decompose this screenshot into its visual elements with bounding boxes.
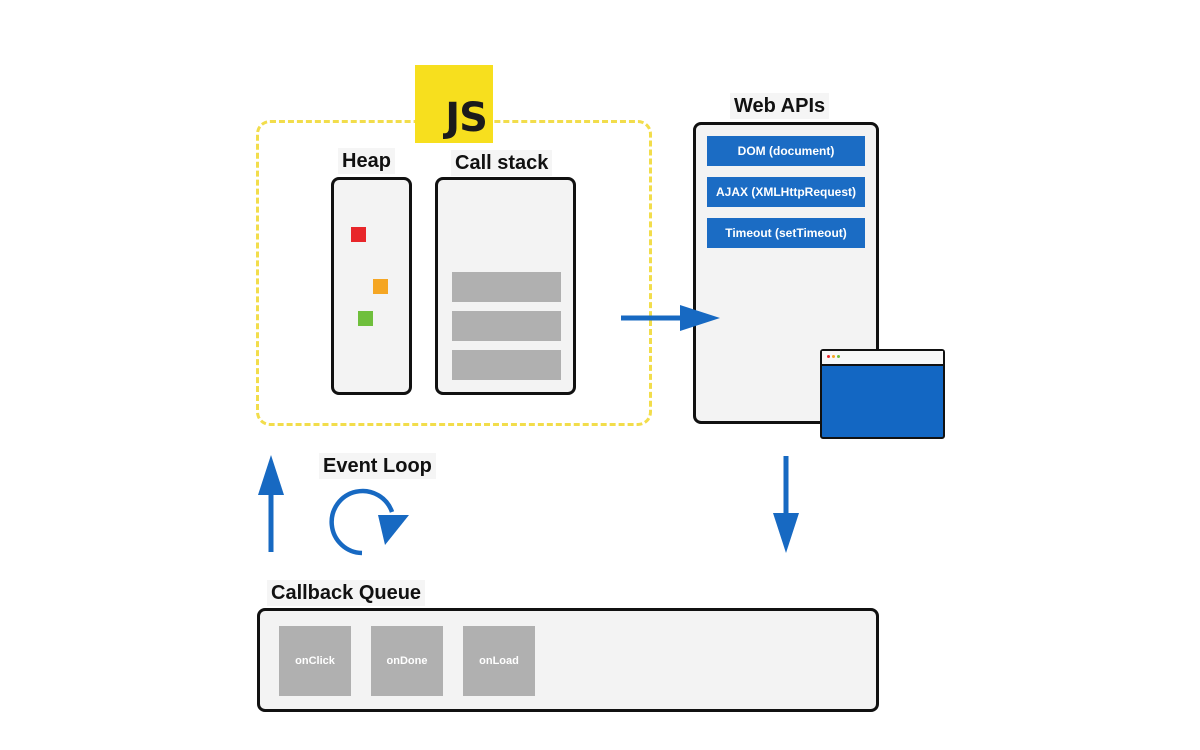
stack-frame (452, 272, 561, 302)
call-stack-panel (435, 177, 576, 395)
web-api-timeout: Timeout (setTimeout) (707, 218, 865, 248)
browser-dot-icon (832, 355, 835, 358)
web-api-dom: DOM (document) (707, 136, 865, 166)
stack-frame (452, 350, 561, 380)
queue-item-onload: onLoad (463, 626, 535, 696)
queue-item-ondone: onDone (371, 626, 443, 696)
web-api-ajax: AJAX (XMLHttpRequest) (707, 177, 865, 207)
callback-queue-panel: onClick onDone onLoad (257, 608, 879, 712)
browser-window-icon (820, 349, 945, 439)
queue-item-onclick: onClick (279, 626, 351, 696)
heap-panel (331, 177, 412, 395)
heap-object-orange (373, 279, 388, 294)
event-loop-label: Event Loop (319, 453, 436, 479)
js-logo: JS (415, 65, 493, 143)
browser-title-bar (822, 351, 943, 366)
browser-dot-icon (827, 355, 830, 358)
heap-label: Heap (338, 148, 395, 174)
browser-dot-icon (837, 355, 840, 358)
arrow-right-icon (621, 305, 720, 331)
js-logo-text: JS (445, 95, 488, 141)
callback-queue-label: Callback Queue (267, 580, 426, 606)
heap-object-red (351, 227, 366, 242)
arrow-down-icon (773, 456, 799, 553)
call-stack-label: Call stack (451, 150, 553, 176)
stack-frame (452, 311, 561, 341)
arrow-up-icon (258, 455, 284, 552)
event-loop-cycle-icon (329, 488, 409, 556)
heap-object-green (358, 311, 373, 326)
web-apis-label: Web APIs (730, 93, 830, 119)
